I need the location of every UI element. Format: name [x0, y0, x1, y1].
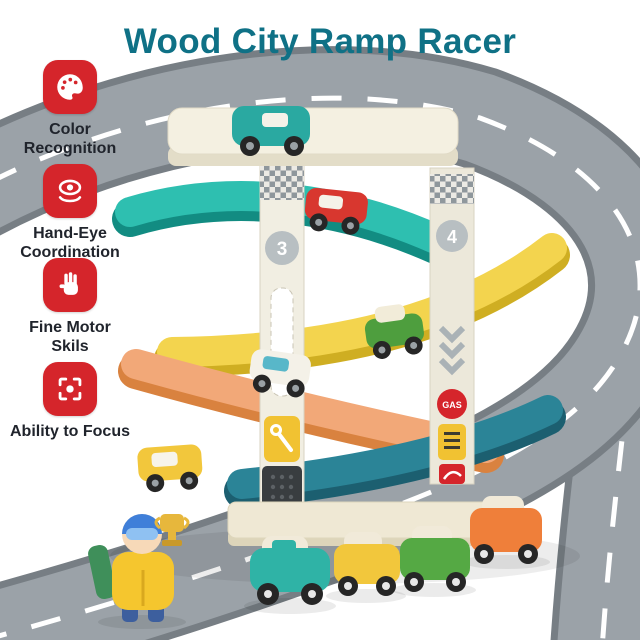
teal-car-floor [250, 536, 330, 605]
kid-figure [88, 514, 190, 629]
palette-icon [57, 74, 83, 100]
yellow-car-floor [334, 532, 400, 596]
race-track-road [0, 46, 640, 640]
menu-card [438, 424, 466, 460]
number-3-badge [265, 231, 299, 265]
feature-label: Color Recognition [23, 121, 117, 157]
left-column: 3 [259, 157, 305, 521]
feature-label: Ability to Focus [10, 423, 130, 440]
road-centerline [0, 95, 640, 639]
gas-sign: GAS [437, 389, 467, 419]
yellow-car-ramp-exit [137, 444, 203, 493]
chevron-arrows [438, 325, 466, 376]
ramp-tower: 3 4 [112, 106, 570, 546]
speaker-grille [262, 466, 302, 508]
bottle [88, 544, 116, 600]
trophy-icon [154, 514, 190, 546]
checker-band-left [260, 166, 304, 200]
feature-badge [43, 362, 97, 416]
teal-car-top [232, 106, 310, 156]
ramp-2-yellow [154, 233, 570, 377]
left-column-number: 3 [277, 239, 288, 260]
tool-card [264, 416, 300, 462]
hand-eye-icon [58, 179, 82, 203]
pinch-hand-icon [59, 272, 78, 295]
right-column: 4 GAS [429, 167, 475, 485]
page-title: Wood City Ramp Racer [123, 22, 517, 61]
feature-ability-to-focus: Ability to Focus [10, 362, 130, 442]
top-platform [167, 107, 459, 166]
green-car-floor [400, 526, 470, 592]
visor [126, 528, 158, 540]
orange-car-floor [470, 496, 542, 564]
feature-badge [43, 258, 97, 312]
feature-badge [43, 164, 97, 218]
number-4-badge [436, 220, 468, 252]
feature-hand-eye-coordination: Hand-Eye Coordination [10, 164, 130, 263]
floor-cars [244, 496, 550, 614]
feature-badge [43, 60, 97, 114]
feature-fine-motor-skills: Fine Motor Skils [10, 258, 130, 357]
right-column-number: 4 [447, 227, 457, 247]
checker-band-right [430, 174, 474, 204]
focus-target-icon [58, 377, 82, 401]
green-car-ramp [364, 304, 424, 359]
feature-label: Hand-Eye Coordination [20, 225, 120, 261]
feature-color-recognition: Color Recognition [10, 60, 130, 159]
gas-sign-label: GAS [442, 400, 462, 410]
red-car-ramp [304, 187, 368, 235]
white-car-ramp [249, 349, 311, 398]
swoosh-card [439, 464, 465, 484]
feature-label: Fine Motor Skils [29, 319, 111, 355]
